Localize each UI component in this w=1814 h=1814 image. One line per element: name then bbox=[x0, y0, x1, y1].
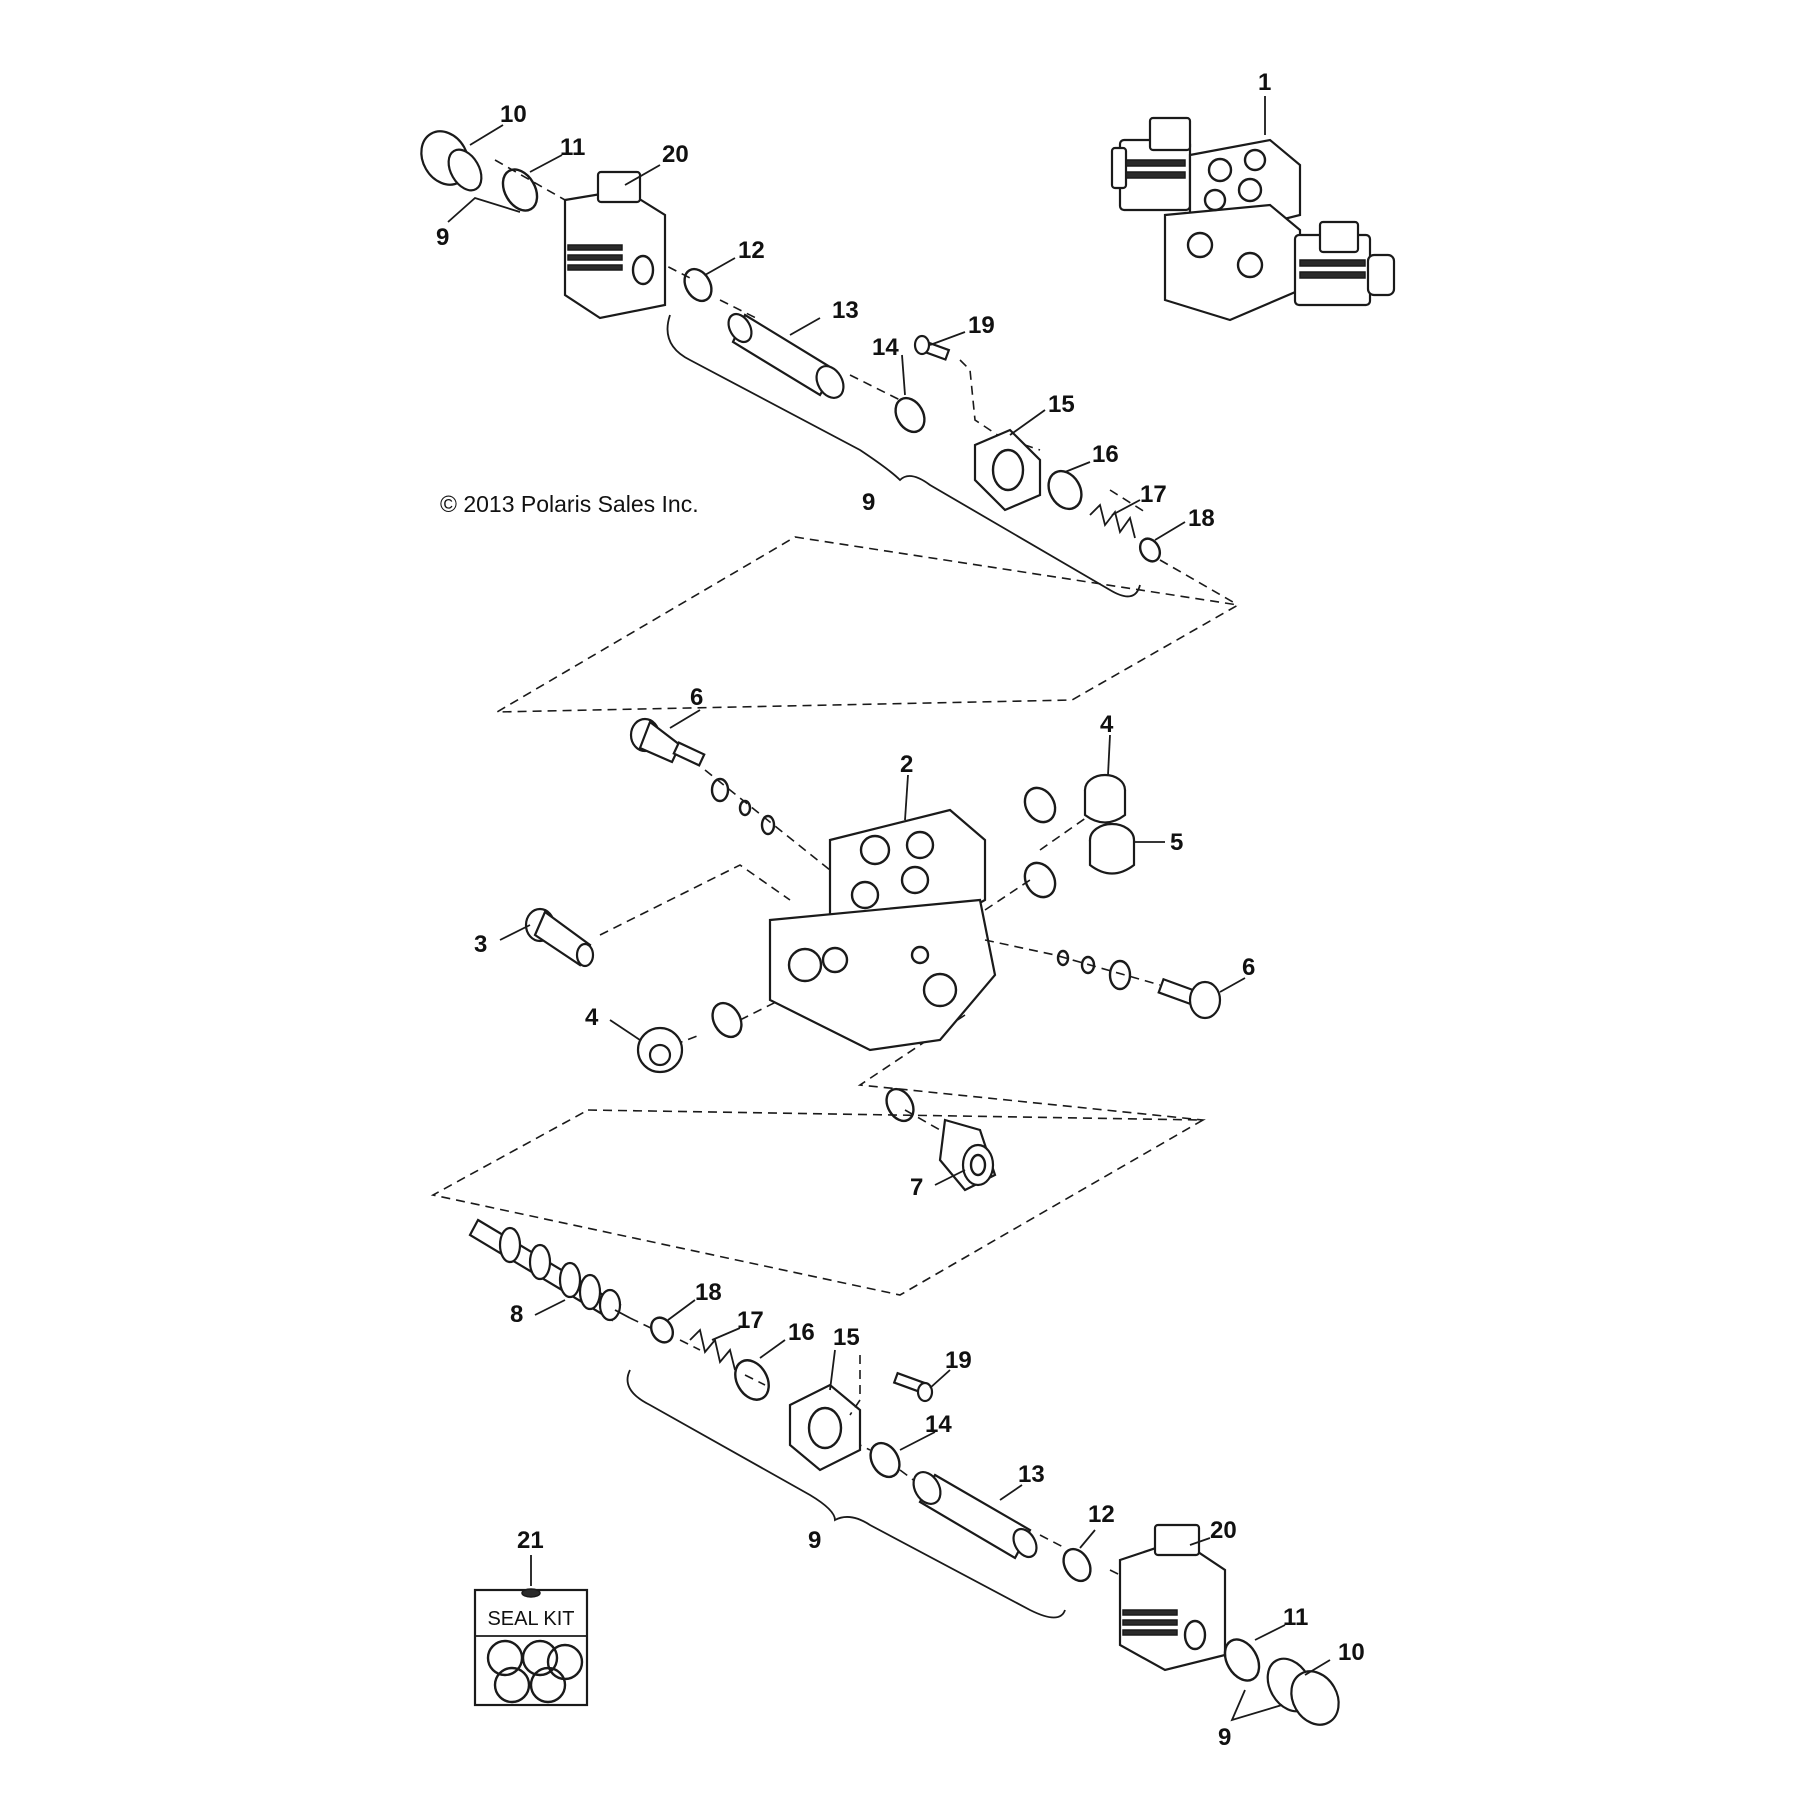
oring-item-4-lower bbox=[711, 1001, 743, 1039]
copyright-text: © 2013 Polaris Sales Inc. bbox=[440, 491, 699, 517]
spool-item-3 bbox=[524, 907, 595, 968]
callout-1: 1 bbox=[1258, 69, 1271, 96]
callout-19-upper: 19 bbox=[968, 312, 995, 339]
check-valve-item-6-right bbox=[1157, 977, 1222, 1020]
oring-item-6-right-b bbox=[1080, 955, 1096, 975]
washer-item-11-upper bbox=[501, 168, 539, 212]
callout-15-upper: 15 bbox=[1048, 391, 1075, 418]
screw-19-lower-guide bbox=[849, 1355, 861, 1416]
plug-item-4-upper bbox=[1083, 773, 1127, 824]
callout-12-upper: 12 bbox=[738, 237, 765, 264]
callout-13-lower: 13 bbox=[1018, 1461, 1045, 1488]
seal-kit-label: SEAL KIT bbox=[487, 1608, 574, 1630]
lower-axis-line bbox=[629, 1317, 1131, 1581]
coil-item-20-upper bbox=[563, 170, 667, 320]
spring-item-17-upper bbox=[1089, 503, 1136, 539]
callout-6-upper: 6 bbox=[690, 684, 703, 711]
callout-19-lower: 19 bbox=[945, 1347, 972, 1374]
upper-kit-brace-item-9 bbox=[666, 314, 1141, 598]
tube-item-13-upper bbox=[727, 312, 845, 399]
callout-17-upper: 17 bbox=[1140, 481, 1167, 508]
oring-item-12-lower bbox=[1062, 1547, 1092, 1583]
oring-item-6-upper-b bbox=[738, 799, 752, 817]
callout-16-upper: 16 bbox=[1092, 441, 1119, 468]
flange-item-15-lower bbox=[788, 1383, 862, 1472]
callout-15-lower: 15 bbox=[833, 1324, 860, 1351]
lower-kit-brace-item-9 bbox=[626, 1369, 1066, 1619]
callout-4-lower: 4 bbox=[585, 1004, 599, 1031]
oring-item-6-upper-a bbox=[710, 777, 730, 803]
oring-item-4-upper bbox=[1023, 786, 1057, 824]
valve-assembly-item-1 bbox=[1110, 116, 1396, 322]
seal-kit-item-21: SEAL KIT bbox=[473, 1588, 589, 1707]
oring-item-12-upper bbox=[683, 267, 713, 303]
oring-item-7 bbox=[885, 1087, 915, 1123]
washer-item-18-lower bbox=[649, 1316, 675, 1344]
oring-item-16-lower bbox=[734, 1359, 770, 1401]
callout-21: 21 bbox=[517, 1527, 544, 1554]
body-axis-upper-left bbox=[704, 769, 831, 871]
callout-10-upper: 10 bbox=[500, 101, 527, 128]
leader-lines bbox=[447, 96, 1331, 1722]
knob-item-10-lower bbox=[1266, 1657, 1340, 1726]
spool-3-outline bbox=[599, 864, 791, 936]
tube-item-13-lower bbox=[912, 1471, 1038, 1560]
callout-18-lower: 18 bbox=[695, 1279, 722, 1306]
callout-14-lower: 14 bbox=[925, 1411, 952, 1438]
screw-19-upper-guide bbox=[959, 359, 1006, 441]
callout-4-upper: 4 bbox=[1100, 711, 1114, 738]
oring-item-14-upper bbox=[894, 396, 926, 434]
screw-item-19-upper bbox=[913, 334, 951, 361]
coil-item-20-lower bbox=[1118, 1523, 1227, 1672]
knob-item-10-upper bbox=[420, 130, 483, 192]
washer-item-18-upper bbox=[1138, 537, 1162, 563]
callout-9-lower-brace: 9 bbox=[808, 1527, 821, 1554]
callout-11-lower: 11 bbox=[1283, 1604, 1308, 1631]
screw-item-19-lower bbox=[892, 1371, 934, 1403]
spool-item-8 bbox=[468, 1218, 631, 1322]
callout-20-lower: 20 bbox=[1210, 1517, 1237, 1544]
callout-11-upper: 11 bbox=[560, 134, 585, 161]
upper-assembly-outline bbox=[493, 536, 1241, 713]
oring-item-14-lower bbox=[869, 1441, 901, 1479]
callout-17-lower: 17 bbox=[737, 1307, 764, 1334]
oring-item-5 bbox=[1023, 861, 1057, 899]
callout-18-upper: 18 bbox=[1188, 505, 1215, 532]
oring-item-16-upper bbox=[1047, 469, 1083, 511]
callout-12-lower: 12 bbox=[1088, 1501, 1115, 1528]
callout-9-upper-knob: 9 bbox=[436, 224, 449, 251]
callout-3: 3 bbox=[474, 931, 487, 958]
spring-item-17-lower bbox=[689, 1328, 736, 1371]
plug-item-5 bbox=[1088, 822, 1136, 875]
oring-item-6-right-c bbox=[1108, 959, 1132, 991]
fitting-item-7 bbox=[938, 1118, 997, 1192]
callout-5: 5 bbox=[1170, 829, 1183, 856]
callout-9-lower-knob: 9 bbox=[1218, 1724, 1231, 1751]
plug-item-4-lower bbox=[636, 1026, 684, 1074]
check-valve-item-6-upper bbox=[629, 717, 706, 767]
body-axis-right bbox=[984, 814, 1091, 911]
oring-item-6-upper-c bbox=[760, 814, 776, 836]
callout-8: 8 bbox=[510, 1301, 523, 1328]
callout-10-lower: 10 bbox=[1338, 1639, 1365, 1666]
callout-6-right: 6 bbox=[1242, 954, 1255, 981]
port-outline bbox=[857, 1014, 1204, 1121]
body-axis-to-7 bbox=[904, 1109, 941, 1131]
callout-7: 7 bbox=[910, 1174, 923, 1201]
valve-body-item-2 bbox=[768, 808, 997, 1052]
callout-16-lower: 16 bbox=[788, 1319, 815, 1346]
lower-assembly-outline bbox=[430, 1109, 1206, 1296]
body-axis-lower-right bbox=[984, 939, 1161, 986]
callout-9-upper-brace: 9 bbox=[862, 489, 875, 516]
callout-20-upper: 20 bbox=[662, 141, 689, 168]
oring-item-6-right-a bbox=[1056, 949, 1070, 967]
callout-13-upper: 13 bbox=[832, 297, 859, 324]
callout-2: 2 bbox=[900, 751, 913, 778]
washer-item-11-lower bbox=[1223, 1638, 1261, 1682]
callout-14-upper: 14 bbox=[872, 334, 899, 361]
flange-item-15-upper bbox=[973, 428, 1042, 512]
